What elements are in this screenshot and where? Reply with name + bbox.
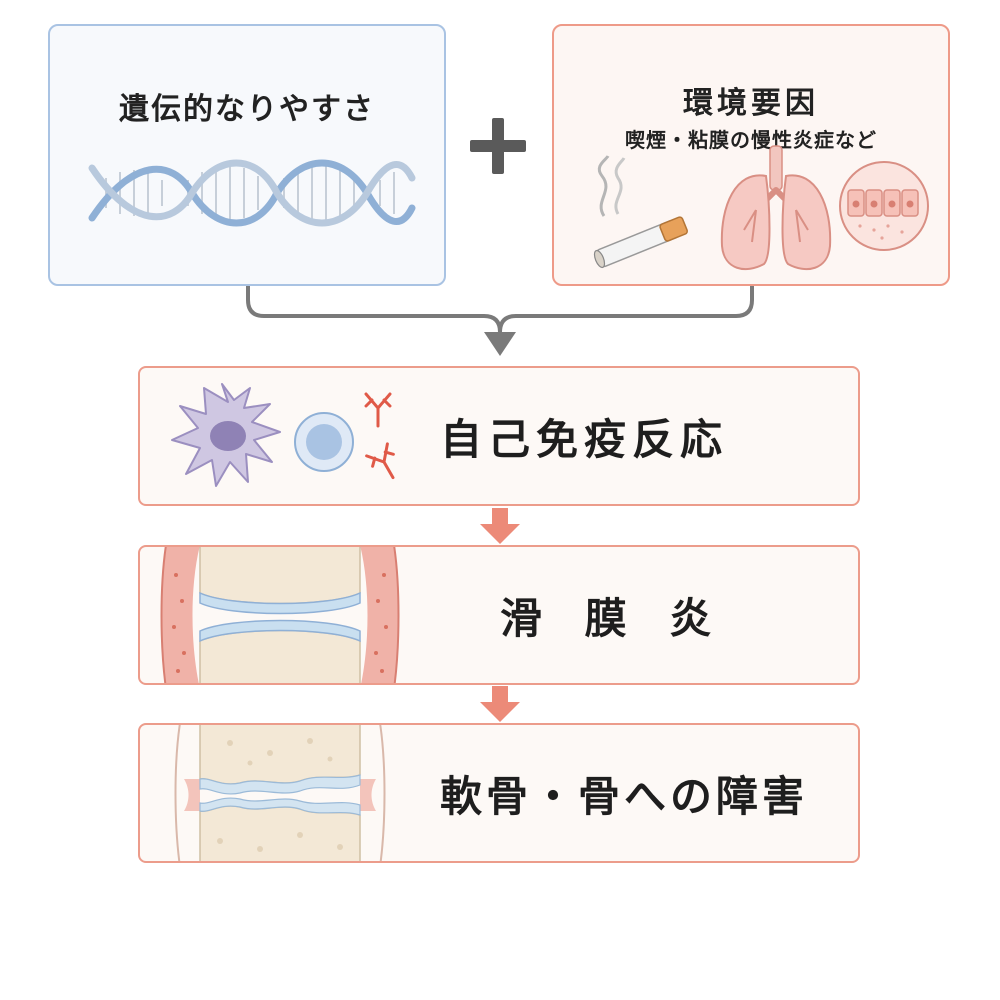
lymphocyte-icon bbox=[294, 412, 354, 472]
lungs-icon bbox=[720, 145, 832, 271]
damaged-joint-icon bbox=[174, 725, 386, 861]
plus-icon bbox=[470, 118, 526, 174]
mucosa-cells-icon bbox=[839, 161, 929, 251]
genetic-title: 遺伝的なりやすさ bbox=[119, 92, 375, 127]
environment-title: 環境要因 bbox=[683, 86, 819, 121]
antibody-icon bbox=[364, 392, 392, 428]
antibody-icon bbox=[365, 442, 395, 480]
dna-icon bbox=[88, 159, 416, 227]
synovitis-label: 滑 膜 炎 bbox=[500, 593, 726, 643]
inflamed-joint-icon bbox=[160, 547, 400, 683]
cigarette-icon bbox=[593, 155, 689, 269]
dendritic-cell-icon bbox=[171, 383, 281, 487]
down-arrow bbox=[480, 686, 520, 722]
environmental-factors-box: 環境要因 喫煙・粘膜の慢性炎症など bbox=[552, 24, 950, 286]
step-synovitis: 滑 膜 炎 bbox=[138, 545, 860, 685]
environment-subtitle: 喫煙・粘膜の慢性炎症など bbox=[625, 128, 877, 152]
genetic-predisposition-box: 遺伝的なりやすさ bbox=[48, 24, 446, 286]
autoimmune-response-label: 自己免疫反応 bbox=[440, 414, 729, 464]
down-arrow bbox=[480, 508, 520, 544]
merge-connector-arrow bbox=[246, 286, 754, 356]
step-autoimmune-response: 自己免疫反応 bbox=[138, 366, 860, 506]
step-cartilage-bone-damage: 軟骨・骨への障害 bbox=[138, 723, 860, 863]
cartilage-bone-damage-label: 軟骨・骨への障害 bbox=[440, 771, 809, 821]
